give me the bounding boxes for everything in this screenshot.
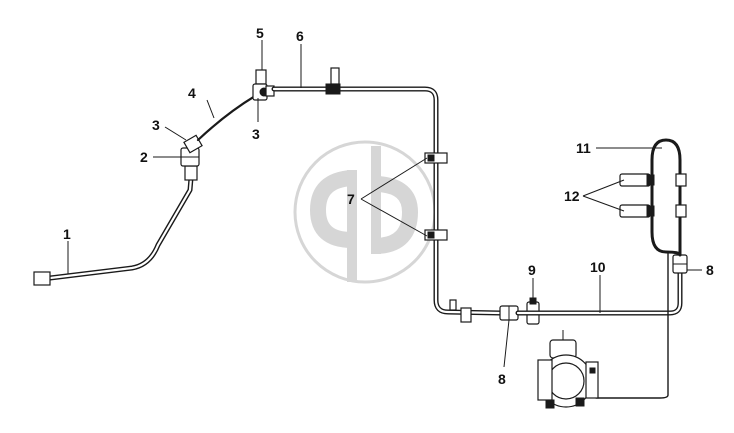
callout-8-right: 8 <box>706 262 714 278</box>
clamp-7-upper <box>424 152 448 164</box>
callout-11: 11 <box>576 140 591 156</box>
callout-1: 1 <box>63 226 71 242</box>
coil-11 <box>595 138 682 399</box>
brand-logo-watermark-icon <box>293 140 437 284</box>
callout-4: 4 <box>188 85 196 101</box>
pipe-1 <box>33 165 198 286</box>
callout-8-lower: 8 <box>498 371 506 387</box>
clamp-7-lower <box>424 229 448 241</box>
callout-3-right: 3 <box>252 126 260 142</box>
pipe-6 <box>271 67 503 316</box>
callout-9: 9 <box>528 262 536 278</box>
clip-12-upper <box>619 173 687 187</box>
callout-5: 5 <box>256 25 264 41</box>
pipe-6-clip <box>325 83 341 95</box>
compressor-unit <box>537 330 599 409</box>
tee-fitting-5 <box>252 69 275 101</box>
callout-6: 6 <box>296 28 304 44</box>
callout-12: 12 <box>564 188 580 204</box>
pipe-6-bracket <box>330 67 340 85</box>
pipe-10 <box>515 270 683 316</box>
callout-7: 7 <box>347 191 355 207</box>
pipe-1-end-fitting <box>33 271 51 286</box>
clip-12-lower <box>619 204 687 218</box>
callout-2: 2 <box>140 149 148 165</box>
union-fitting-8-lower <box>499 305 519 321</box>
callout-3-left: 3 <box>152 117 160 133</box>
callout-10: 10 <box>590 259 606 275</box>
union-fitting-8-right <box>672 254 688 274</box>
leader-lines <box>67 40 702 368</box>
drain-fitting <box>449 299 472 323</box>
pipe-1-top-fitting <box>184 165 198 181</box>
